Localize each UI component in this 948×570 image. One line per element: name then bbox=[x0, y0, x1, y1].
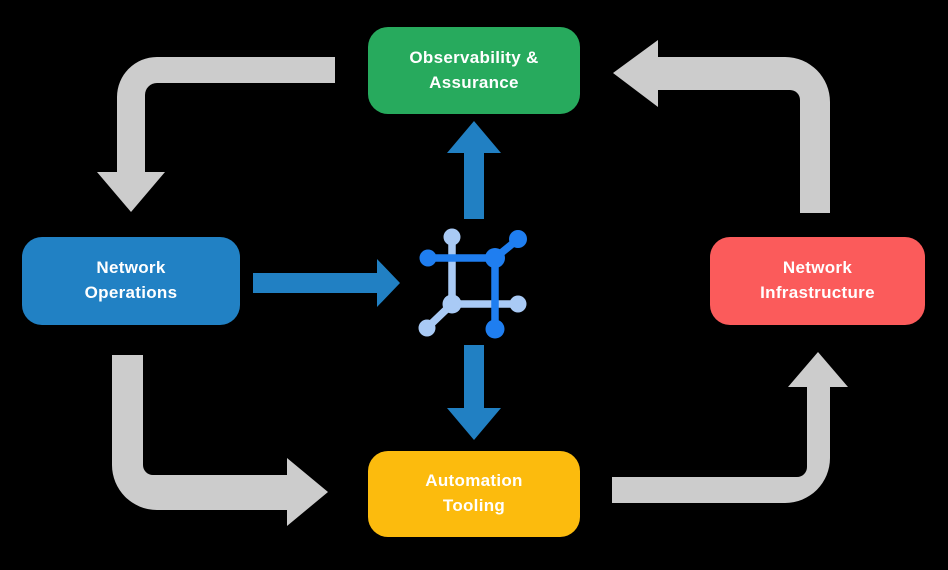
node-infrastructure-label: Network Infrastructure bbox=[760, 258, 875, 302]
node-automation-label: Automation Tooling bbox=[425, 471, 523, 515]
arrow-operations-to-automation bbox=[112, 355, 328, 526]
node-operations-label: Network Operations bbox=[84, 258, 178, 302]
network-fabric-icon bbox=[418, 228, 527, 339]
node-network-infrastructure: Network Infrastructure bbox=[710, 237, 925, 325]
node-observability-assurance: Observability & Assurance bbox=[368, 27, 580, 114]
arrow-automation-to-infrastructure bbox=[612, 352, 848, 503]
fabric-dark-dots bbox=[419, 230, 527, 339]
arrow-center-to-observability bbox=[447, 121, 501, 219]
fabric-light-dots bbox=[418, 228, 527, 337]
arrow-operations-to-center bbox=[253, 259, 400, 307]
node-network-operations: Network Operations bbox=[22, 237, 240, 325]
arrow-infrastructure-to-observability bbox=[613, 40, 830, 213]
arrow-observability-to-operations bbox=[97, 57, 335, 212]
arrow-center-to-automation bbox=[447, 345, 501, 440]
node-observability-label: Observability & Assurance bbox=[409, 47, 539, 92]
node-automation-tooling: Automation Tooling bbox=[368, 451, 580, 537]
